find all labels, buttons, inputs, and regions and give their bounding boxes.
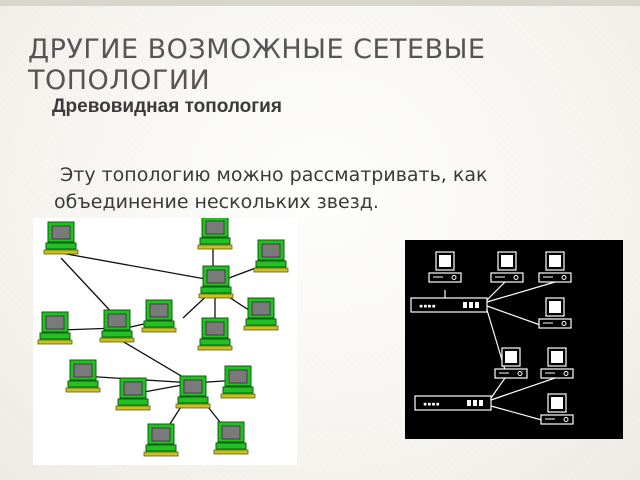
computer-icon <box>197 317 233 351</box>
computer-icon <box>538 251 572 283</box>
computer-icon <box>197 218 233 250</box>
computer-icon <box>220 365 256 399</box>
computer-icon <box>65 359 101 393</box>
hub-icon <box>414 395 492 411</box>
tree-topology-bw-svg: ▪▪▪▪ ▪▪▪▪ <box>410 251 574 425</box>
svg-text:▪▪▪▪: ▪▪▪▪ <box>419 302 436 310</box>
tree-topology-bw-illustration: ▪▪▪▪ ▪▪▪▪ <box>405 240 623 439</box>
slide-body-text: Эту топологию можно рассматривать, как о… <box>54 164 488 213</box>
computer-icon <box>99 309 135 343</box>
computer-icons <box>37 218 289 457</box>
svg-text:▪▪▪▪: ▪▪▪▪ <box>423 400 440 408</box>
computer-icon <box>428 251 462 283</box>
top-band <box>0 0 640 6</box>
computer-icon <box>115 377 151 411</box>
computer-icon <box>37 311 73 345</box>
bw-hubs: ▪▪▪▪ ▪▪▪▪ <box>410 297 492 411</box>
computer-icon <box>253 239 289 273</box>
computer-icon <box>540 347 574 379</box>
computer-icon <box>198 265 234 299</box>
network-cables <box>60 248 270 439</box>
tree-topology-illustration <box>33 218 297 465</box>
computer-icon <box>243 297 279 331</box>
hub-icon <box>410 297 488 313</box>
bw-network-cables <box>444 281 556 423</box>
computer-icon <box>490 251 524 283</box>
computer-icon <box>213 421 249 455</box>
computer-icon <box>141 299 177 333</box>
tree-topology-svg <box>37 218 289 457</box>
slide-title: Другие возможные сетевые топологии <box>28 34 486 96</box>
computer-icon <box>540 393 574 425</box>
computer-icon <box>538 297 572 329</box>
slide-subtitle: Древовидная топология <box>52 96 282 117</box>
computer-icon <box>43 221 79 255</box>
computer-icon <box>143 423 179 457</box>
computer-icon <box>175 375 211 409</box>
